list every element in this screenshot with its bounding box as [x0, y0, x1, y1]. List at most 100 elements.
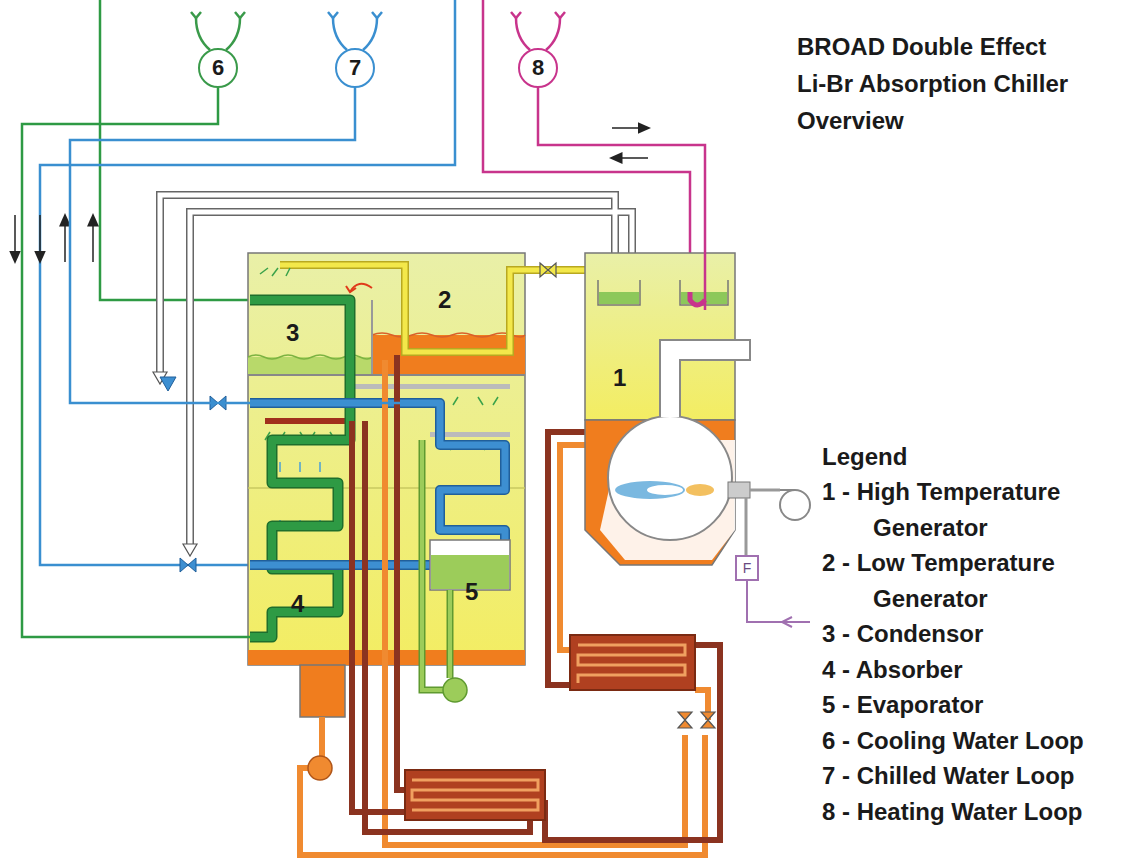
heat-exchanger — [405, 635, 695, 820]
legend-entry: 2 - Low Temperature Generator — [822, 545, 1117, 616]
cooling-water-coil — [250, 300, 350, 637]
absorber-shell-part — [372, 333, 525, 337]
legend-entry: 5 - Evaporator — [822, 687, 1117, 723]
legend-text: 3 - Condensor — [822, 616, 1117, 652]
absorber-shell-part — [355, 384, 510, 389]
water-pipe — [70, 88, 430, 403]
loop-stubs-part — [191, 12, 245, 18]
solution-pipes-part — [560, 445, 588, 650]
high-temp-generator-part — [782, 617, 792, 627]
flow-arrows-part — [612, 127, 645, 129]
high-temp-generator-part — [686, 484, 714, 496]
high-temp-generator-part — [747, 581, 810, 622]
high-temp-generator-part — [690, 292, 705, 305]
evaporator-pan-part — [443, 678, 467, 702]
callout-number: 2 — [438, 286, 451, 314]
filter-box: F — [735, 555, 759, 581]
chilled-water-coil-part — [160, 377, 176, 391]
heat-exchanger-part — [570, 635, 695, 690]
vessel-region: 3 — [252, 290, 370, 356]
callout-number: 6 — [212, 56, 224, 80]
vessel-region: 4 — [252, 560, 345, 648]
evaporator-pan — [422, 440, 510, 702]
legend-text: 5 - Evaporator — [822, 687, 1117, 723]
flow-arrows-part — [92, 219, 94, 262]
cooling-water-coil-part — [250, 300, 350, 637]
loop-stubs-part — [196, 18, 240, 50]
high-temp-generator-part — [647, 485, 683, 495]
high-temp-generator-part — [728, 482, 750, 498]
loop-stubs-part — [328, 12, 382, 18]
high-temp-generator — [585, 253, 810, 627]
chilled-water-coil-part — [180, 396, 226, 572]
vessel-region: 2 — [376, 258, 520, 330]
return-pipes-part — [100, 0, 250, 300]
legend-entry: 1 - High Temperature Generator — [822, 474, 1117, 545]
legend-text: 6 - Cooling Water Loop — [822, 723, 1117, 759]
flow-arrows-part — [64, 219, 66, 262]
loop-stubs-part — [516, 18, 560, 50]
flow-arrows-part — [615, 157, 648, 159]
steam-pipe-part — [280, 265, 598, 352]
legend-text: 4 - Absorber — [822, 652, 1117, 688]
high-temp-generator-part — [615, 481, 685, 499]
callout-number: 1 — [613, 364, 626, 392]
callout-number: 4 — [291, 590, 304, 618]
high-temp-generator-part — [780, 490, 810, 520]
diagram-title: BROAD Double Effect Li-Br Absorption Chi… — [797, 28, 1079, 139]
evaporator-pan-part — [422, 440, 450, 690]
water-pipe — [538, 88, 705, 310]
legend-entry: 8 - Heating Water Loop — [822, 794, 1117, 830]
legend-text: 1 - High Temperature Generator — [822, 474, 1117, 545]
refrigerant-vapour-pipes-part — [153, 372, 197, 556]
vessel-region: 1 — [585, 310, 735, 415]
cooling-water-coil-part — [250, 300, 350, 637]
vessel-region: 5 — [430, 380, 515, 608]
legend-text: 2 - Low Temperature Generator — [822, 545, 1117, 616]
loop-stubs — [191, 12, 565, 50]
solution-pipes-part — [397, 355, 405, 790]
heat-exchanger-part — [405, 770, 545, 820]
solution-pipes-part — [352, 421, 405, 812]
callout-number: 3 — [286, 319, 299, 347]
loop-circle: 8 — [518, 48, 558, 88]
legend-list: 1 - High Temperature Generator2 - Low Te… — [822, 474, 1117, 829]
high-temp-generator-part — [660, 340, 750, 417]
legend-entry: 7 - Chilled Water Loop — [822, 758, 1117, 794]
absorber-shell-part — [265, 418, 345, 424]
steam-pipe-part — [260, 268, 290, 276]
high-temp-generator-part — [746, 490, 780, 555]
flow-arrows-part — [14, 215, 16, 258]
absorber-shell-part — [300, 665, 345, 717]
filter-label: F — [743, 560, 752, 576]
solution-pipes-part — [308, 756, 332, 780]
absorber-shell-part — [346, 286, 356, 292]
solution-pipes-part — [678, 712, 715, 728]
loop-stubs-part — [511, 12, 565, 18]
absorber-shell-part — [371, 300, 373, 375]
heat-exchanger-part — [578, 645, 685, 683]
legend-heading: Legend — [822, 439, 907, 475]
callout-number: 5 — [465, 578, 478, 606]
legend-entry: 6 - Cooling Water Loop — [822, 723, 1117, 759]
loop-circle: 6 — [198, 48, 238, 88]
high-temp-generator-part — [598, 280, 728, 305]
flow-arrows-part — [39, 215, 41, 258]
high-temp-generator-part — [599, 292, 639, 304]
evaporator-pan-part — [422, 440, 450, 690]
legend-entry: 4 - Absorber — [822, 652, 1117, 688]
legend-text: 8 - Heating Water Loop — [822, 794, 1117, 830]
absorber-shell-part — [280, 462, 320, 530]
loop-stubs-part — [333, 18, 377, 50]
callout-number: 8 — [532, 56, 544, 80]
legend-text: 7 - Chilled Water Loop — [822, 758, 1117, 794]
steam-pipe-part — [280, 265, 598, 352]
steam-pipe-part — [540, 263, 556, 277]
callout-number: 7 — [349, 56, 361, 80]
high-temp-generator-part — [780, 489, 795, 491]
steam-pipe — [260, 263, 598, 352]
loop-circle: 7 — [335, 48, 375, 88]
legend-entry: 3 - Condensor — [822, 616, 1117, 652]
water-pipe — [22, 88, 252, 637]
